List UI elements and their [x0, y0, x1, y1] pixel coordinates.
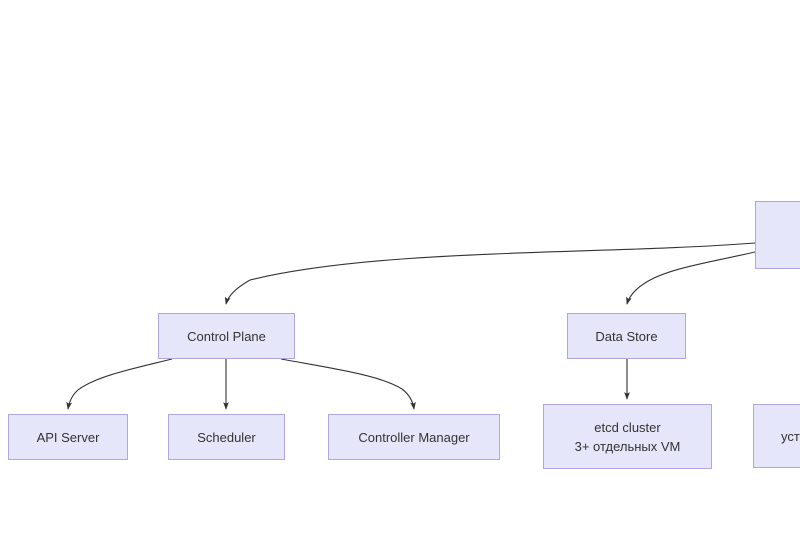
node-etcd-cluster[interactable]: etcd cluster 3+ отдельных VM: [543, 404, 712, 469]
node-data-store-label: Data Store: [595, 328, 658, 344]
node-api-server[interactable]: API Server: [8, 414, 128, 460]
node-etcd-cluster-label-1: etcd cluster: [594, 419, 661, 435]
node-api-server-label: API Server: [36, 429, 100, 445]
edge-control-plane-to-api-server: [66, 358, 173, 410]
node-etcd-cluster-label-2: 3+ отдельных VM: [574, 438, 681, 454]
node-control-plane[interactable]: Control Plane: [158, 313, 295, 359]
node-data-store[interactable]: Data Store: [567, 313, 686, 359]
node-control-plane-label: Control Plane: [187, 328, 266, 344]
edge-root-to-control-plane: [224, 242, 756, 305]
node-install-label: уста: [781, 428, 800, 444]
edge-control-plane-to-controller-manager: [280, 358, 416, 410]
node-install[interactable]: уста: [753, 404, 800, 468]
node-controller-manager-label: Controller Manager: [358, 429, 470, 445]
node-controller-manager[interactable]: Controller Manager: [328, 414, 500, 460]
node-scheduler-label: Scheduler: [197, 429, 256, 445]
node-root[interactable]: К Раз: [755, 201, 800, 269]
edge-root-to-data-store: [626, 251, 756, 305]
node-scheduler[interactable]: Scheduler: [168, 414, 285, 460]
